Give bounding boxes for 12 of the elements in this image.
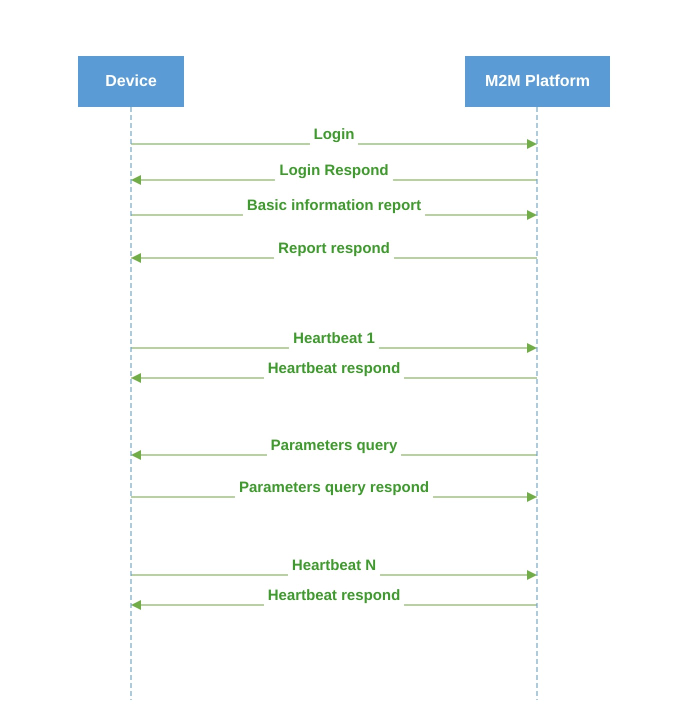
edge-label: Basic information report [242, 196, 426, 216]
edge-label: Parameters query respond [234, 478, 434, 498]
participant-name: Device [105, 72, 157, 92]
edge-label: Login Respond [275, 161, 393, 181]
arrow [130, 139, 538, 149]
edge-label: Heartbeat respond [264, 586, 404, 606]
edge-label: Heartbeat respond [264, 359, 404, 379]
edge-label: Heartbeat 1 [289, 329, 379, 349]
edge-label: Login [310, 125, 358, 145]
edge-label: Report respond [274, 239, 394, 259]
participant-name: M2M Platform [485, 72, 590, 92]
edge-label: Heartbeat N [288, 556, 380, 576]
